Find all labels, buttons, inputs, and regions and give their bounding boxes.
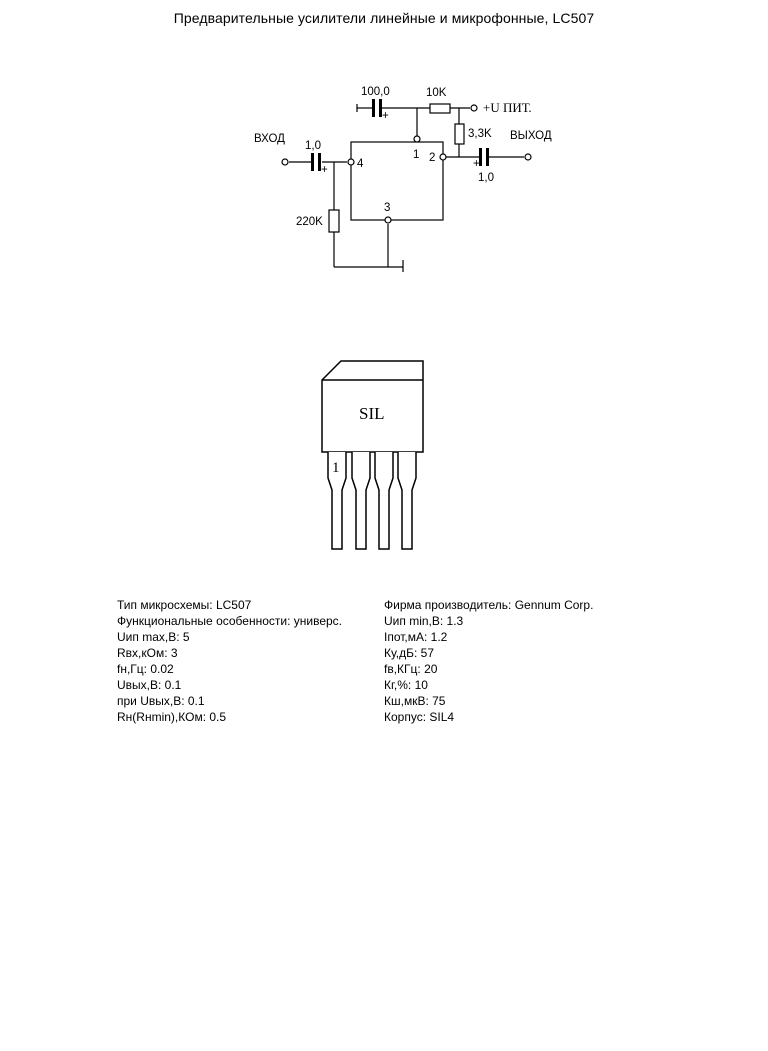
specs-left-column: Тип микросхемы: LC507 Функциональные осо… <box>117 597 342 725</box>
spec-at-vout: при Uвых,B: 0.1 <box>117 694 205 708</box>
output-label: ВЫХОД <box>510 130 552 142</box>
spec-package: Корпус: SIL4 <box>384 710 455 724</box>
cap-100-plate-a <box>372 99 375 117</box>
cap-out-label: 1,0 <box>478 172 494 184</box>
spec-f-low: fн,Гц: 0.02 <box>117 662 174 676</box>
cap-in-plate-b <box>318 153 321 171</box>
res-10k-label: 10K <box>426 87 447 99</box>
specs-right-column: Фирма производитель: Gennum Corp. Uип mi… <box>384 597 593 725</box>
pin4-label: 4 <box>357 158 364 170</box>
package-name: SIL <box>359 404 385 423</box>
spec-vout: Uвых,B: 0.1 <box>117 678 182 692</box>
output-terminal <box>524 153 532 161</box>
package-pin-3 <box>374 452 394 550</box>
cap-100-plus: + <box>382 110 389 122</box>
pin3-node <box>384 216 392 224</box>
pin1-node <box>413 135 421 143</box>
cap-out-plus: + <box>473 158 480 170</box>
package-pin-1 <box>327 452 347 550</box>
input-label: ВХОД <box>254 133 285 145</box>
package-pin-4 <box>397 452 417 550</box>
supply-terminal <box>470 104 478 112</box>
cap-in-plate-a <box>311 153 314 171</box>
cap-in-label: 1,0 <box>305 140 321 152</box>
spec-noise: Кш,мкВ: 75 <box>384 694 446 708</box>
res-220k-label: 220K <box>296 216 323 228</box>
pin2-node <box>439 153 447 161</box>
spec-vsupply-max: Uип max,B: 5 <box>117 630 190 644</box>
package-pin-2 <box>351 452 371 550</box>
spec-chip-type: Тип микросхемы: LC507 <box>117 598 252 612</box>
cap-out-plate-b <box>486 148 489 166</box>
spec-vsupply-min: Uип min,B: 1.3 <box>384 614 464 628</box>
spec-gain: Ку,дБ: 57 <box>384 646 435 660</box>
spec-f-high: fв,КГц: 20 <box>384 662 438 676</box>
spec-rin: Rвх,кОм: 3 <box>117 646 178 660</box>
pin4-node <box>347 158 355 166</box>
res-3-3k-label: 3,3K <box>468 128 492 140</box>
pin1-label: 1 <box>413 149 419 161</box>
cap-100-plate-b <box>379 99 382 117</box>
resistor-10k <box>429 103 451 114</box>
spec-thd: Кг,%: 10 <box>384 678 428 692</box>
sil-package-drawing <box>321 360 424 550</box>
spec-current: Iпот,мА: 1.2 <box>384 630 448 644</box>
pin2-label: 2 <box>429 152 435 164</box>
package-body <box>321 360 424 453</box>
resistor-3-3k <box>454 123 465 145</box>
input-terminal <box>281 158 289 166</box>
spec-manufacturer: Фирма производитель: Gennum Corp. <box>384 598 594 612</box>
supply-label: +U ПИТ. <box>483 100 532 115</box>
page-title: Предварительные усилители линейные и мик… <box>173 10 595 26</box>
spec-features: Функциональные особенности: универс. <box>117 614 343 628</box>
pin3-label: 3 <box>384 202 390 214</box>
cap-in-plus: + <box>321 164 328 176</box>
resistor-220k <box>328 209 340 233</box>
package-pin-one-label: 1 <box>332 460 340 476</box>
spec-rload: Rн(Rнmin),КОм: 0.5 <box>117 710 227 724</box>
cap-out-plate-a <box>479 148 482 166</box>
ic-body <box>350 141 444 221</box>
cap-100-label: 100,0 <box>361 86 390 98</box>
